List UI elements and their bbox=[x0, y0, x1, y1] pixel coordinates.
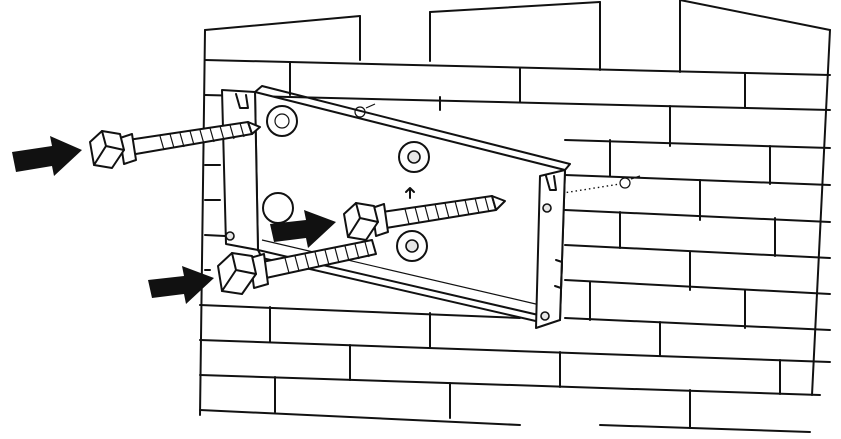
bracket-right-flange bbox=[535, 169, 566, 329]
wall-right-edge bbox=[811, 29, 831, 396]
bracket-left-flange bbox=[221, 89, 259, 251]
wall-left-edge bbox=[199, 29, 206, 416]
lag-screw-lower-left bbox=[217, 239, 377, 295]
mortar-lines bbox=[199, 0, 831, 433]
arrow-upper-left bbox=[12, 136, 82, 176]
arrow-middle bbox=[270, 210, 336, 248]
arrow-lower-left bbox=[148, 266, 214, 304]
screw-washer bbox=[119, 133, 137, 165]
bracket-back-plate bbox=[254, 91, 566, 321]
lag-screw-middle bbox=[343, 195, 506, 241]
up-arrow-mark bbox=[405, 187, 415, 199]
lag-screw-upper-left bbox=[89, 121, 261, 169]
direction-arrows bbox=[12, 136, 336, 304]
brick-wall bbox=[199, 0, 831, 433]
mounting-bracket bbox=[221, 85, 571, 329]
